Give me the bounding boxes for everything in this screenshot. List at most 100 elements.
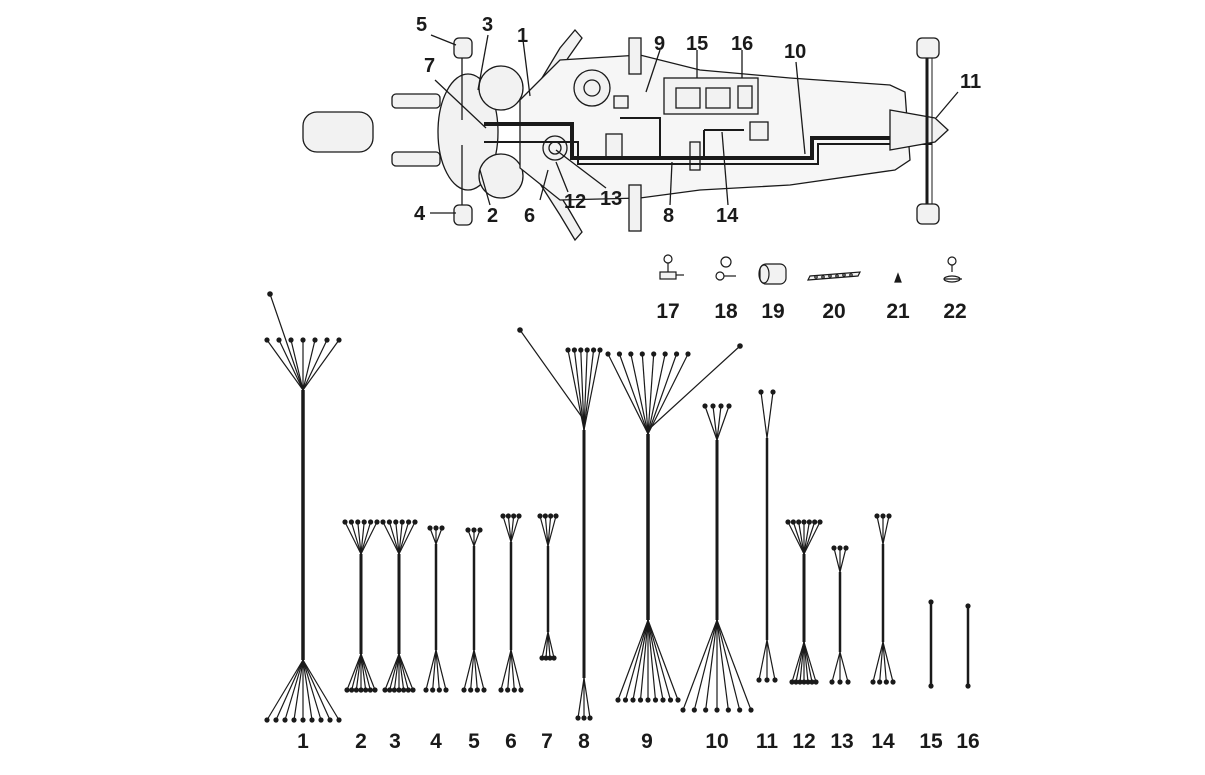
harness-wire — [716, 405, 730, 441]
wire-terminal — [584, 347, 590, 353]
overview-callout-5: 5 — [416, 14, 427, 36]
harness-wire — [435, 649, 440, 691]
harness-14 — [870, 513, 896, 685]
harness-wire — [872, 641, 884, 683]
wire-terminal — [877, 679, 883, 685]
wire-terminal — [267, 291, 273, 297]
harness-wire — [580, 349, 585, 431]
harness-wire — [795, 641, 805, 683]
harness-13 — [829, 545, 851, 685]
small-parts-labels: 17 18 19 20 21 22 — [656, 300, 966, 323]
wire-terminal — [423, 687, 429, 693]
harness-wire — [803, 521, 821, 555]
harness-wire — [398, 653, 414, 691]
wire-terminal — [474, 687, 480, 693]
wire-terminal — [374, 519, 380, 525]
wire-terminal — [468, 687, 474, 693]
wire-terminal — [542, 513, 548, 519]
harness-wire — [360, 521, 372, 555]
harness-wire — [882, 641, 894, 683]
wire-terminal — [817, 519, 823, 525]
wire-terminal — [667, 697, 674, 703]
overview-callout-1: 1 — [517, 25, 528, 47]
ring-terminal-icon — [715, 256, 736, 281]
harness-label-5: 5 — [468, 730, 480, 753]
wire-terminal — [789, 679, 795, 685]
harness-wire — [382, 521, 400, 555]
harness-wire — [388, 521, 400, 555]
wire-terminal — [680, 707, 686, 713]
harness-wire — [510, 649, 515, 691]
harness-3 — [380, 519, 418, 693]
wire-terminal — [652, 697, 659, 703]
wire-terminal — [662, 351, 668, 357]
wire-terminal — [812, 519, 818, 525]
wire-terminal — [410, 687, 416, 693]
wire-terminal — [368, 519, 374, 525]
harness-wire — [630, 353, 649, 435]
wire-terminal — [645, 697, 651, 703]
bulb-holder-icon — [659, 254, 684, 280]
harness-wire — [831, 651, 841, 683]
harness-15 — [928, 599, 934, 689]
wire-terminal — [401, 687, 407, 693]
harness-wire — [758, 639, 768, 681]
harness-wire — [618, 353, 649, 435]
wire-terminal — [300, 717, 306, 723]
harness-wire — [360, 653, 371, 691]
harness-wire — [360, 521, 365, 555]
wire-terminal — [809, 679, 815, 685]
harness-wire — [647, 353, 655, 435]
harness-wire — [355, 653, 362, 691]
harness-wire — [693, 619, 718, 711]
wire-terminal — [382, 687, 388, 693]
harness-9 — [605, 351, 691, 703]
harness-wire — [792, 521, 805, 555]
overview-callout-9: 9 — [654, 33, 665, 55]
harness-wire — [803, 641, 813, 683]
harness-wire — [350, 521, 362, 555]
harness-wire — [432, 649, 437, 691]
wire-terminal — [264, 337, 270, 343]
wire-terminal — [630, 697, 636, 703]
harness-wire — [833, 547, 841, 573]
harness-wire — [266, 659, 304, 721]
wire-terminal — [348, 519, 354, 525]
wire-terminal — [353, 687, 359, 693]
wire-terminal — [537, 513, 543, 519]
harness-wire — [641, 353, 649, 435]
harness-wire — [302, 339, 316, 391]
harness-wire — [879, 641, 884, 683]
wire-terminal — [703, 707, 709, 713]
harness-wire — [547, 631, 555, 659]
harness-wire — [647, 619, 679, 701]
wire-terminal — [737, 707, 743, 713]
wire-terminal — [756, 677, 762, 683]
wire-terminal — [565, 347, 571, 353]
wire-terminal — [511, 513, 517, 519]
wire-terminal — [551, 655, 557, 661]
harness-wire — [682, 619, 718, 711]
harness-label-16: 16 — [956, 730, 979, 753]
harness-wire — [398, 653, 405, 691]
wire-terminal — [928, 599, 934, 605]
wire-terminal — [548, 513, 554, 519]
harness-wire — [429, 527, 437, 545]
harness-label-13: 13 — [830, 730, 853, 753]
harness-wire — [398, 521, 410, 555]
wire-terminal — [790, 519, 796, 525]
harness-7 — [537, 513, 559, 661]
wire-terminal — [785, 519, 791, 525]
harness-wire — [384, 653, 400, 691]
wire-terminal — [387, 687, 393, 693]
wire-terminal — [547, 655, 553, 661]
wire-terminal — [518, 687, 524, 693]
eyelet-terminal-icon — [943, 256, 962, 283]
harness-wire — [539, 515, 549, 547]
harness-wire — [803, 641, 809, 683]
harness-label-14: 14 — [871, 730, 895, 753]
wire-terminal — [393, 519, 399, 525]
harness-wire — [395, 521, 400, 555]
harness-4 — [423, 525, 449, 693]
wire-terminal — [282, 717, 288, 723]
